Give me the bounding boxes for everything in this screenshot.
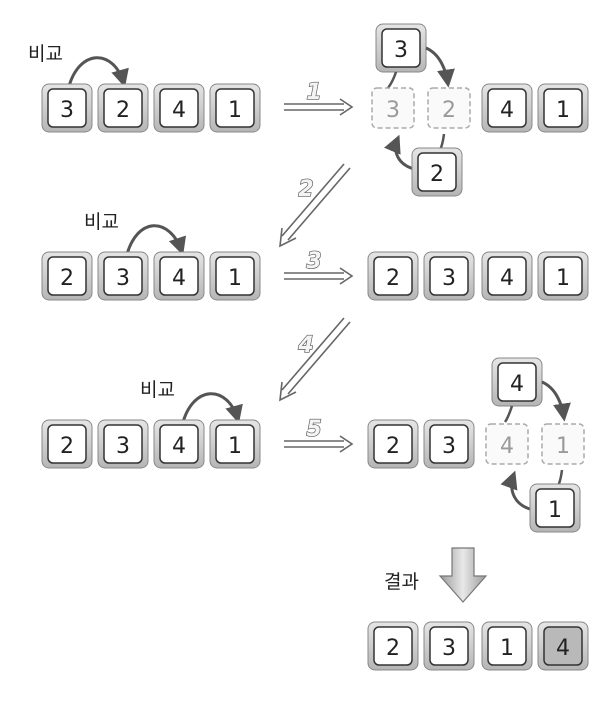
row2-left-box-3: 4 [153,251,205,301]
row1-ghost-box-2: 2 [427,87,471,129]
row3-right-box-2: 3 [423,419,475,469]
row2-right-box-2: 3 [423,251,475,301]
row2-right-box-1: 2 [367,251,419,301]
row3-left-box-4: 1 [209,419,261,469]
box-value: 2 [60,266,74,291]
box-value: 3 [442,434,456,459]
row2-left-box-4: 1 [209,251,261,301]
compare-label: 비교 [28,43,63,65]
row3-left-box-1: 2 [41,419,93,469]
step-5-arrow: 5 [284,416,354,453]
result-group: 결과 2 3 1 4 [367,547,589,671]
compare-arrow [180,392,243,427]
row1-left-box-1: 3 [41,83,93,133]
row1-ghost-box-1: 3 [371,87,415,129]
swap-arrow-up [500,470,535,512]
result-box-4-sorted: 4 [537,621,589,671]
box-value: 1 [228,98,242,123]
swap-arrow-down [541,380,571,422]
box-value: 4 [500,98,514,123]
row3-right-box-1: 2 [367,419,419,469]
row2-left-box-2: 3 [97,251,149,301]
swap-arrow-down [425,46,455,88]
box-value: 1 [228,434,242,459]
row3-ghost-box-4: 1 [541,423,585,465]
row1-right-group: 3 3 2 4 1 2 [371,23,589,197]
box-value: 2 [442,98,456,123]
row1-left-box-2: 2 [97,83,149,133]
result-box-1: 2 [367,621,419,671]
box-value: 3 [116,434,130,459]
box-value: 4 [500,266,514,291]
box-value: 2 [386,266,400,291]
box-value: 2 [386,636,400,661]
row3-swap-top-box: 4 [491,357,543,407]
row1-swap-top-box: 3 [375,23,427,73]
compare-label: 비교 [140,379,175,401]
box-value: 4 [500,434,514,459]
box-value: 4 [172,98,186,123]
row2-right-box-3: 4 [481,251,533,301]
box-value: 2 [60,434,74,459]
box-value: 1 [500,636,514,661]
box-value: 4 [172,266,186,291]
swap-line [386,71,398,89]
box-value: 4 [172,434,186,459]
compare-arrow [66,56,129,91]
row2-left-group: 비교 2 3 4 1 [41,211,261,301]
result-box-2: 3 [423,621,475,671]
step-2-arrow: 2 [279,163,351,248]
box-value: 3 [442,636,456,661]
row2-right-group: 2 3 4 1 [367,251,589,301]
row3-right-group: 4 2 3 4 1 1 [367,357,585,533]
box-value: 3 [116,266,130,291]
swap-line [503,405,514,423]
box-value: 3 [394,38,408,63]
box-value: 1 [556,266,570,291]
box-value: 3 [60,98,74,123]
result-box-3: 1 [481,621,533,671]
row1-left-box-4: 1 [209,83,261,133]
box-value: 2 [386,434,400,459]
step-3-arrow: 3 [284,248,354,285]
row3-left-box-2: 3 [97,419,149,469]
row1-right-box-3: 4 [481,83,533,133]
row1-left-box-3: 4 [153,83,205,133]
box-value: 1 [548,498,562,523]
result-down-arrow-icon [438,547,488,603]
step-5-label: 5 [306,417,321,442]
box-value: 2 [430,162,444,187]
row1-left-group: 비교 3 2 4 1 [28,43,261,133]
box-value: 1 [228,266,242,291]
box-value: 4 [510,372,524,397]
row3-swap-bottom-box: 1 [529,483,581,533]
step-1-arrow: 1 [284,79,354,116]
compare-arrow [124,224,186,259]
box-value: 3 [386,98,400,123]
row3-ghost-box-3: 4 [485,423,529,465]
box-value: 4 [556,636,570,661]
row3-left-box-3: 4 [153,419,205,469]
row1-right-box-4: 1 [537,83,589,133]
row2-left-box-1: 2 [41,251,93,301]
box-value: 2 [116,98,130,123]
step-3-label: 3 [306,249,321,274]
compare-label: 비교 [84,211,119,233]
result-label: 결과 [384,571,419,593]
box-value: 1 [556,434,570,459]
step-4-label: 4 [297,333,313,358]
box-value: 1 [556,98,570,123]
row1-swap-bottom-box: 2 [411,147,463,197]
box-value: 3 [442,266,456,291]
step-2-label: 2 [298,177,313,202]
row2-right-box-4: 1 [537,251,589,301]
step-1-label: 1 [306,80,321,105]
step-4-arrow: 4 [279,317,351,402]
row3-left-group: 비교 2 3 4 1 [41,379,261,469]
